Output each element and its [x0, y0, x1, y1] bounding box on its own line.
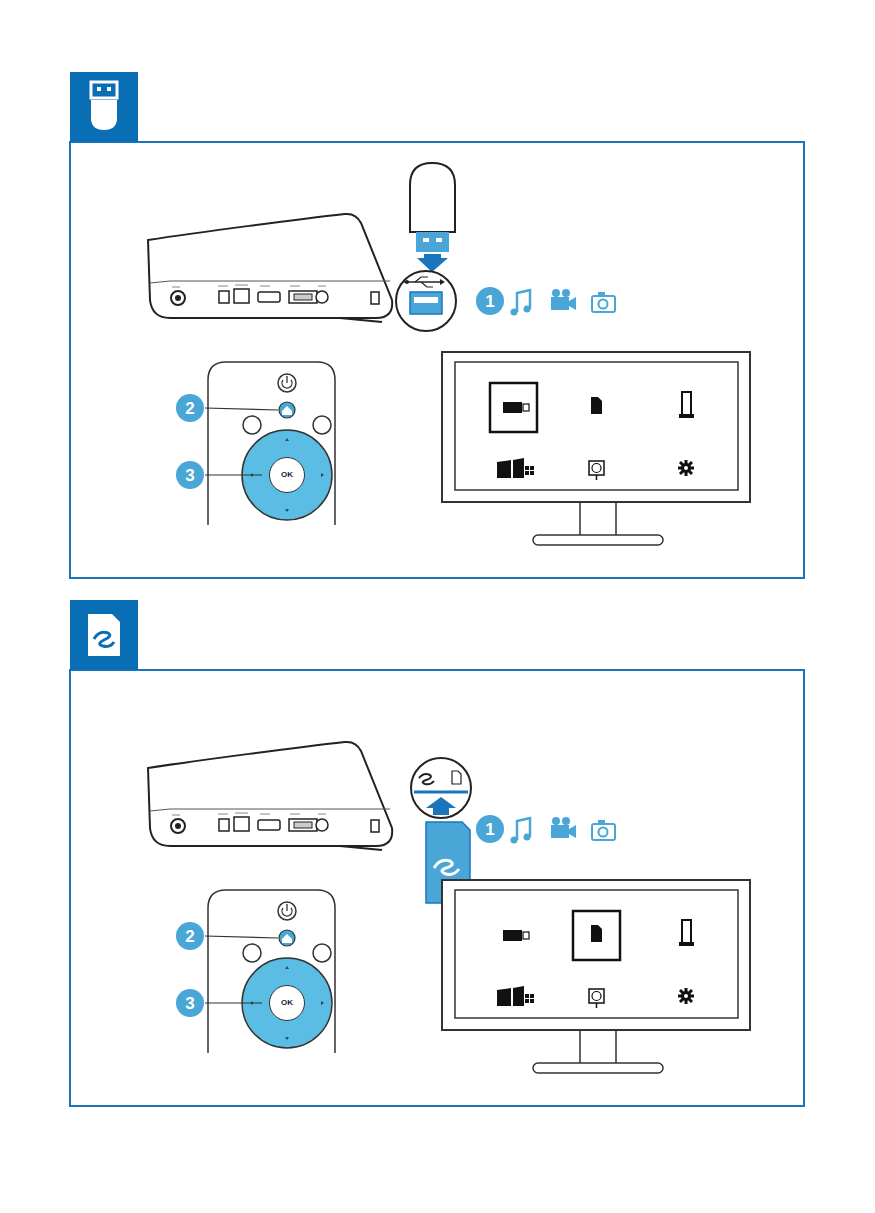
- callout-number: 1: [476, 287, 504, 315]
- usb-port-zoom: [396, 271, 456, 331]
- leader-line: [205, 1002, 262, 1003]
- leader-line: [205, 936, 278, 938]
- section-tab: [70, 600, 138, 670]
- remote-control: [208, 362, 335, 525]
- media-type-icons: [511, 817, 616, 844]
- section-tab: [70, 72, 138, 142]
- callout-number: 2: [176, 922, 204, 950]
- node-text: 3: [185, 467, 194, 484]
- node-text: OK: [281, 999, 293, 1007]
- selected-icon-frame: [573, 911, 620, 960]
- selected-icon-frame: [490, 383, 537, 432]
- node-text: 1: [485, 821, 494, 838]
- node-text: OK: [281, 471, 293, 479]
- usb-tab-icon: [91, 82, 117, 130]
- panel-frame: [70, 670, 804, 1106]
- node-text: 1: [485, 293, 494, 310]
- sd-panel: [70, 600, 804, 1106]
- usb-stick: [410, 163, 455, 272]
- ok-button: OK: [269, 457, 305, 493]
- panel-frame: [70, 142, 804, 578]
- node-text: 2: [185, 928, 194, 945]
- usb-panel: [70, 72, 804, 578]
- media-player: [148, 742, 392, 850]
- ok-button: OK: [269, 985, 305, 1021]
- callout-number: 3: [176, 461, 204, 489]
- callout-number: 1: [476, 815, 504, 843]
- node-text: 3: [185, 995, 194, 1012]
- tv-screen: [442, 880, 750, 1073]
- leader-line: [205, 408, 278, 410]
- leader-line: [205, 474, 262, 475]
- remote-control: [208, 890, 335, 1053]
- node-text: 2: [185, 400, 194, 417]
- sd-tab-icon: [88, 614, 120, 656]
- callout-number: 3: [176, 989, 204, 1017]
- media-type-icons: [511, 289, 616, 316]
- tv-screen: [442, 352, 750, 545]
- callout-number: 2: [176, 394, 204, 422]
- sd-slot-zoom: [411, 758, 471, 818]
- media-player: [148, 214, 392, 322]
